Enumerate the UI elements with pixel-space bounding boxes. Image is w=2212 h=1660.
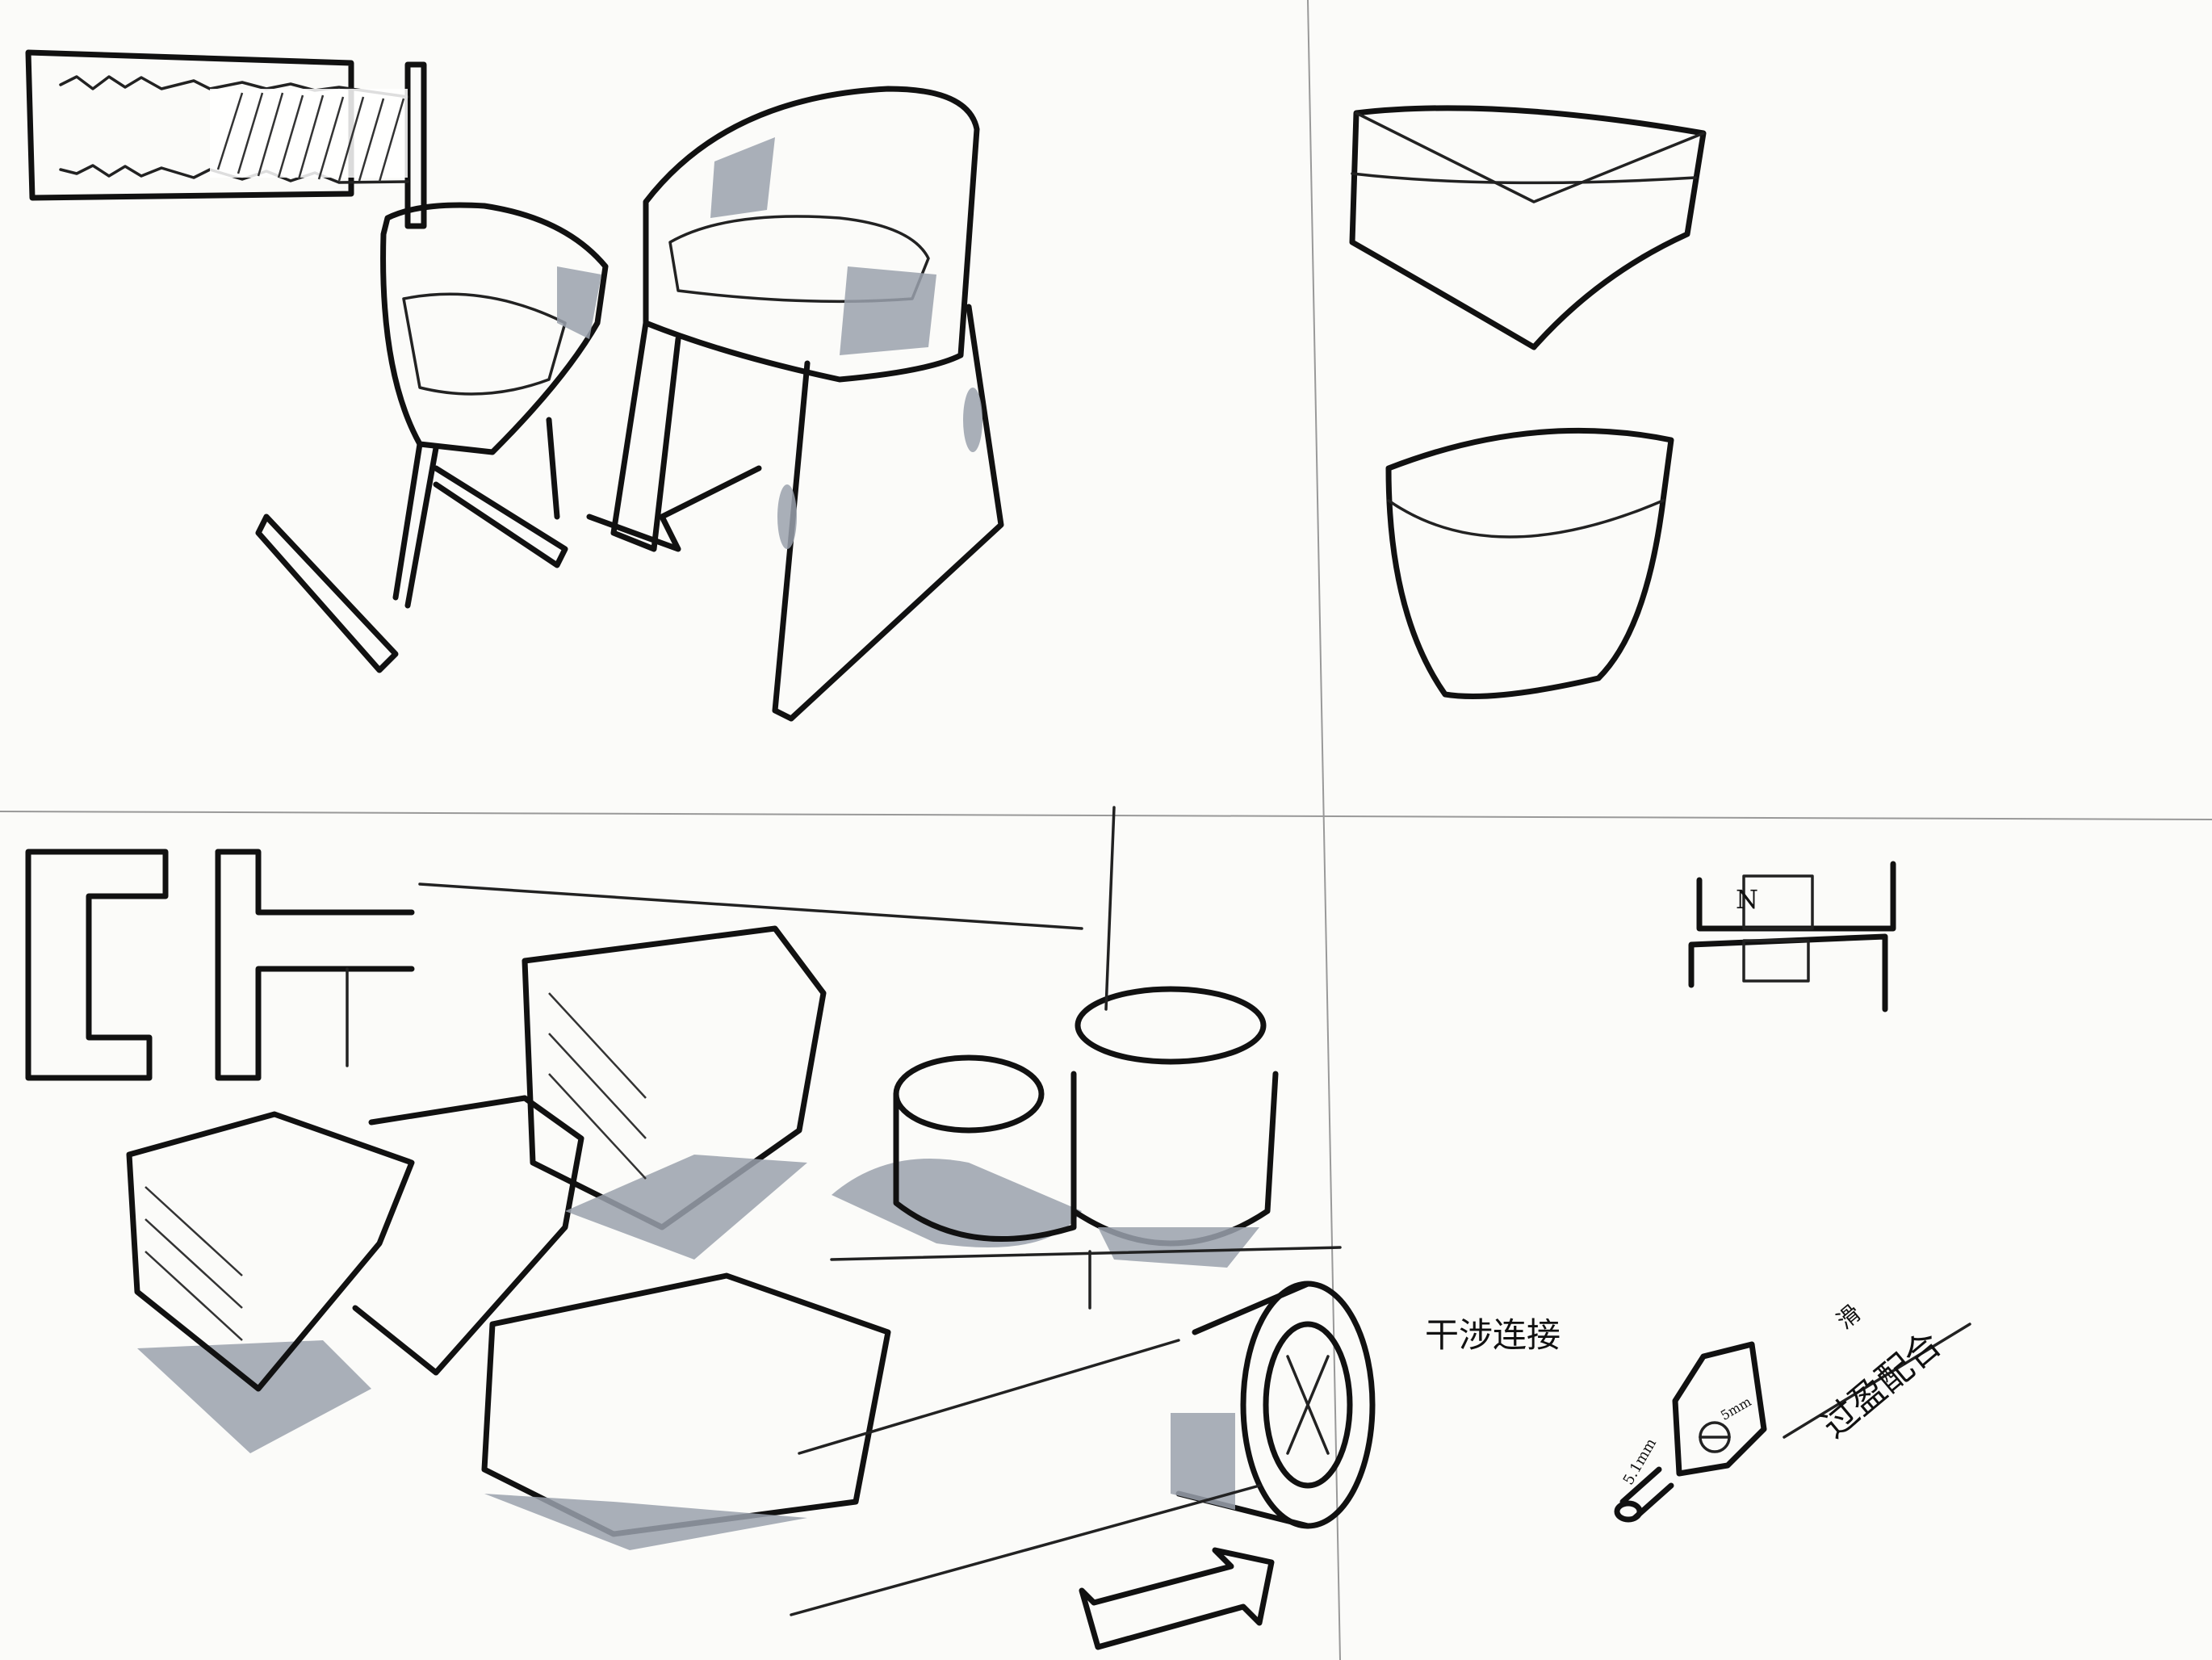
box-study-2 xyxy=(1385,427,1674,699)
press-fit-detail xyxy=(1614,1323,1971,1523)
magnet-n-label: N xyxy=(1736,884,1758,915)
magnet-joint-detail xyxy=(1688,861,1896,1012)
wheel xyxy=(790,1281,1376,1650)
block-group xyxy=(126,925,891,1550)
ch-logo xyxy=(25,849,1083,1081)
chair-small xyxy=(255,202,609,673)
chair-large xyxy=(586,86,1004,722)
thread-joint-detail xyxy=(25,49,427,229)
interference-label: 干涉连接 xyxy=(1425,1315,1561,1355)
box-study-1 xyxy=(1349,105,1707,350)
cylinder-group xyxy=(830,806,1342,1310)
